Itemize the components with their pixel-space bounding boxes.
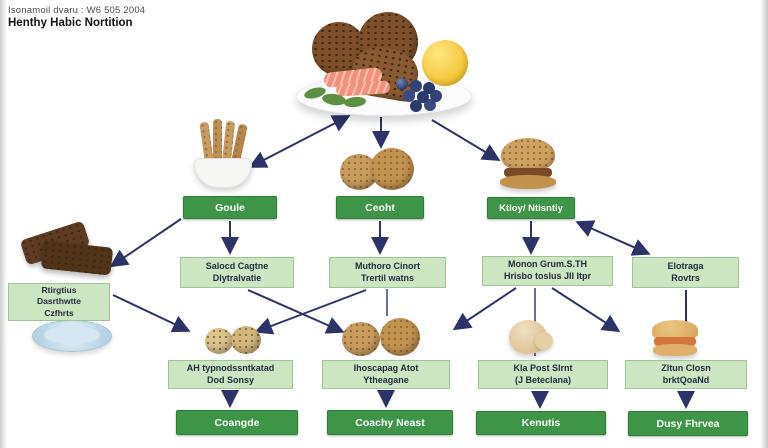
arrow-monon-to-zltun: [551, 287, 621, 333]
plate-inner-shape: [44, 326, 100, 344]
cookie-top-shape: [501, 138, 555, 172]
cracker-shape: [231, 326, 261, 354]
node-elotraga: Elotraga Rovtrs: [632, 257, 739, 288]
arrow-side-to-crackers: [112, 294, 191, 333]
node-rtirgtius: Rtirgtius Dasrthwtte Czfhrts: [8, 283, 110, 321]
node-monon: Monon Grum.S.TH Hrisbo toslus JII Itpr: [482, 256, 613, 286]
arrow-plate-to-ktloy: [431, 119, 501, 162]
node-dusy: Dusy Fhrvea: [628, 411, 748, 436]
node-monon-line2: Hrisbo toslus JII Itpr: [503, 271, 591, 281]
arrow-ktloy-to-elotraga: [575, 220, 651, 256]
node-muthoro: Muthoro Cinort Trertil watns: [329, 257, 446, 288]
breadstick-shape: [199, 121, 214, 163]
node-kla-post-line2: (J Beteclana): [514, 374, 572, 385]
document-subtitle: Isonamoil dvaru : W6 505 2004: [8, 5, 146, 16]
bun-bottom-shape: [653, 344, 697, 356]
node-coangde: Coangde: [176, 410, 298, 435]
filling-shape: [654, 337, 696, 346]
node-ihoscapag-line2: Ytheagane: [363, 374, 409, 385]
lemon-shape: [422, 40, 468, 86]
left-edge-shading: [0, 0, 7, 448]
node-ah-typnod-line1: AH typnodssntkatad: [186, 362, 275, 373]
node-zltun-line1: Zltun Closn: [661, 362, 711, 373]
node-salocd-line1: Salocd Cagtne: [205, 260, 269, 271]
arrow-plate-to-goule: [248, 115, 351, 168]
node-ah-typnod: AH typnodssntkatad Dod Sonsy: [168, 360, 293, 389]
dumpling-shape: [535, 332, 553, 350]
node-kla-post-line1: Kla Post Slrnt: [513, 362, 573, 373]
cookie-shape: [380, 318, 420, 356]
cookie-pair2-image: [340, 318, 432, 358]
bun-sandwich-image: [648, 320, 704, 358]
node-zltun-line2: brktQoaNd: [662, 374, 710, 385]
node-kla-post: Kla Post Slrnt (J Beteclana): [478, 360, 608, 389]
page-title: Henthy Habic Nortition: [8, 17, 133, 29]
node-rtirgtius-line1: Rtirgtius: [41, 285, 77, 296]
cookie-pair-image: [340, 148, 424, 192]
node-elotraga-line1: Elotraga: [667, 260, 704, 271]
dumpling-image: [505, 318, 557, 358]
cookie-shape: [342, 322, 380, 356]
arrow-salocd-to-ihoscapag: [247, 289, 345, 334]
node-muthoro-line1: Muthoro Cinort: [355, 260, 420, 271]
node-goule: Goule: [183, 196, 277, 219]
node-elotraga-line2: Rovtrs: [671, 272, 700, 283]
filling-shape: [504, 168, 552, 177]
bowl-shape: [194, 158, 252, 188]
arrow-goule-to-side: [109, 218, 182, 268]
crackers-image: [205, 326, 271, 356]
node-ihoscapag: Ihoscapag Atot Ytheagane: [322, 360, 450, 389]
chocolate-bars-image: [16, 220, 114, 282]
right-edge-shading: [760, 0, 768, 448]
node-ktloy: Ktloy/ Ntisntly: [487, 197, 575, 219]
node-rtirgtius-line3: Czfhrts: [44, 307, 74, 318]
node-salocd-line2: Dlytralvatie: [212, 272, 262, 283]
breadsticks-image: [192, 119, 254, 190]
bun-top-shape: [652, 320, 698, 340]
node-ceoht: Ceoht: [336, 196, 424, 219]
bar-shape: [40, 240, 114, 276]
node-zltun: Zltun Closn brktQoaNd: [625, 360, 747, 389]
node-salocd: Salocd Cagtne Dlytralvatie: [180, 257, 294, 288]
cookie-shape: [370, 148, 414, 190]
cookie-bottom-shape: [500, 175, 556, 189]
plate-of-wholegrain-foods-image: [296, 12, 472, 118]
blueberries-shape: [396, 78, 408, 90]
node-ihoscapag-line1: Ihoscapag Atot: [353, 362, 419, 373]
node-ah-typnod-line2: Dod Sonsy: [206, 374, 254, 385]
node-rtirgtius-line2: Dasrthwtte: [37, 296, 81, 307]
node-muthoro-line2: Trertil watns: [360, 272, 414, 283]
blue-plate-image: [32, 320, 112, 354]
node-kenutis: Kenutis: [476, 411, 606, 435]
node-monon-line1: Monon Grum.S.TH: [508, 259, 587, 270]
sandwich-cookie-image: [498, 138, 558, 192]
node-coachy: Coachy Neast: [327, 410, 453, 435]
breadstick-shape: [213, 119, 222, 163]
cracker-shape: [205, 328, 233, 354]
